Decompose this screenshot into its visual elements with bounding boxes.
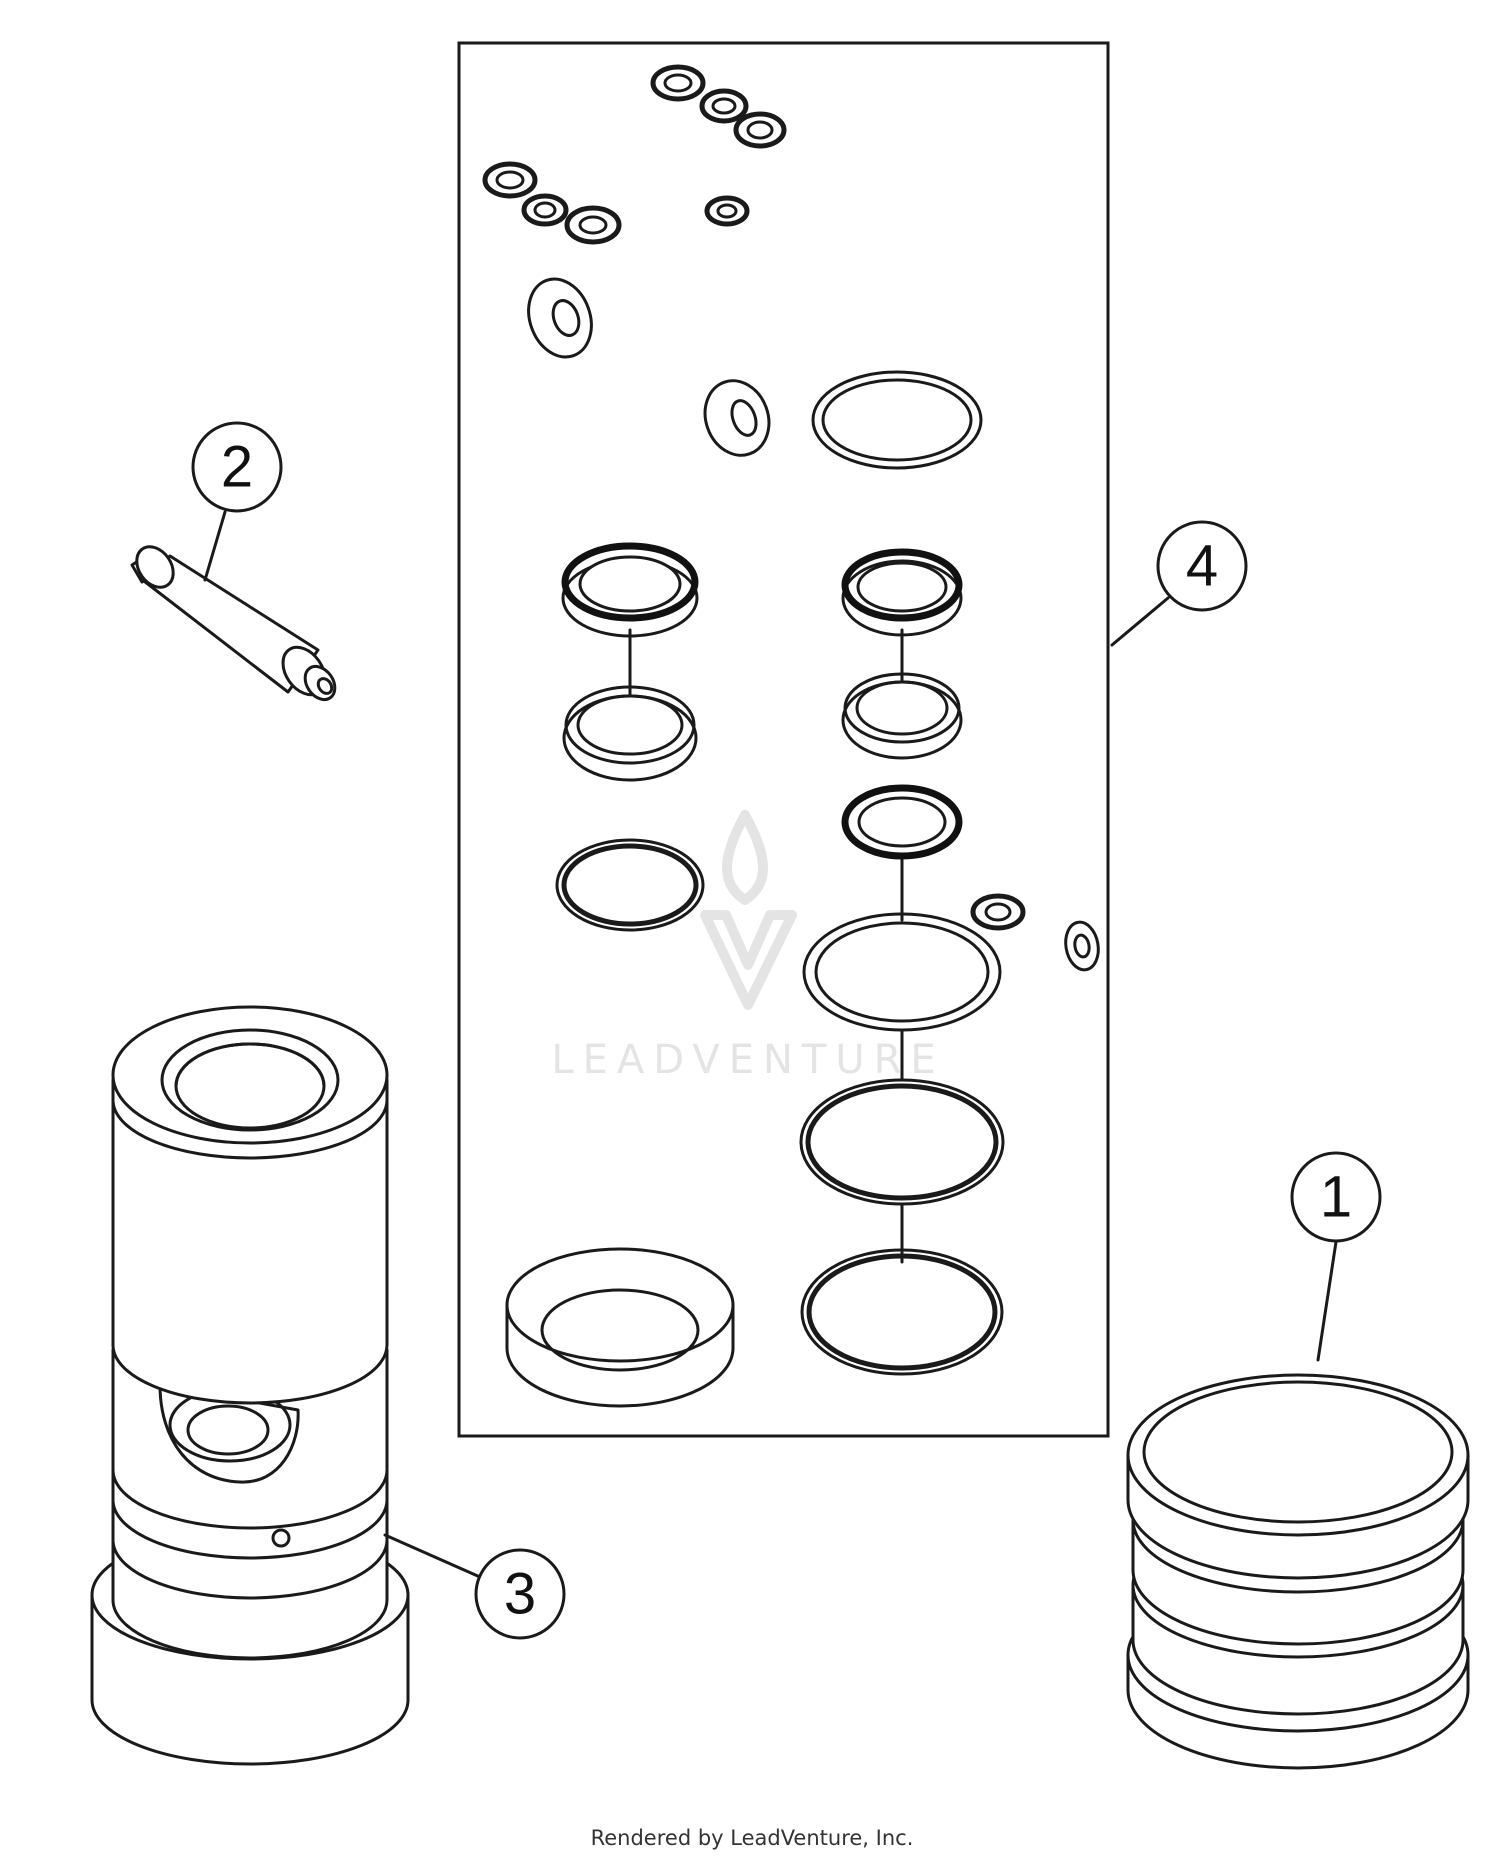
callout-1: 1 — [1290, 1151, 1382, 1243]
callout-label: 4 — [1186, 534, 1218, 599]
pin-part — [130, 545, 337, 702]
leader-line-3 — [383, 1533, 482, 1579]
footer-credit: Rendered by LeadVenture, Inc. — [591, 1826, 914, 1850]
large-o-ring-upper — [811, 370, 983, 470]
callout-4: 4 — [1156, 520, 1248, 612]
leader-lines — [203, 510, 1338, 1579]
leader-line-4 — [1110, 596, 1170, 647]
callout-label: 1 — [1320, 1165, 1352, 1230]
piston-part — [1126, 1373, 1470, 1770]
snap-rings — [527, 277, 771, 457]
small-seals-group — [482, 64, 787, 245]
seal-stack-right — [799, 548, 1005, 1376]
callout-circle — [1156, 520, 1248, 612]
watermark: LEADVENTURE — [551, 810, 944, 1083]
small-nuts — [970, 893, 1100, 972]
callout-3: 3 — [474, 1548, 566, 1640]
callout-circle — [1290, 1151, 1382, 1243]
cup-seal — [505, 1247, 735, 1408]
watermark-logo-icon — [700, 810, 797, 1010]
leader-line-1 — [1316, 1240, 1338, 1362]
callout-label: 3 — [504, 1562, 536, 1627]
seal-stack-left — [555, 542, 705, 932]
cylinder-body — [90, 1005, 410, 1766]
watermark-text: LEADVENTURE — [551, 1037, 944, 1083]
callout-label: 2 — [221, 435, 253, 500]
leader-line-2 — [203, 510, 227, 582]
kit-frame — [457, 41, 1110, 1438]
callout-2: 2 — [191, 421, 283, 513]
callout-circle — [474, 1548, 566, 1640]
callout-circle — [191, 421, 283, 513]
